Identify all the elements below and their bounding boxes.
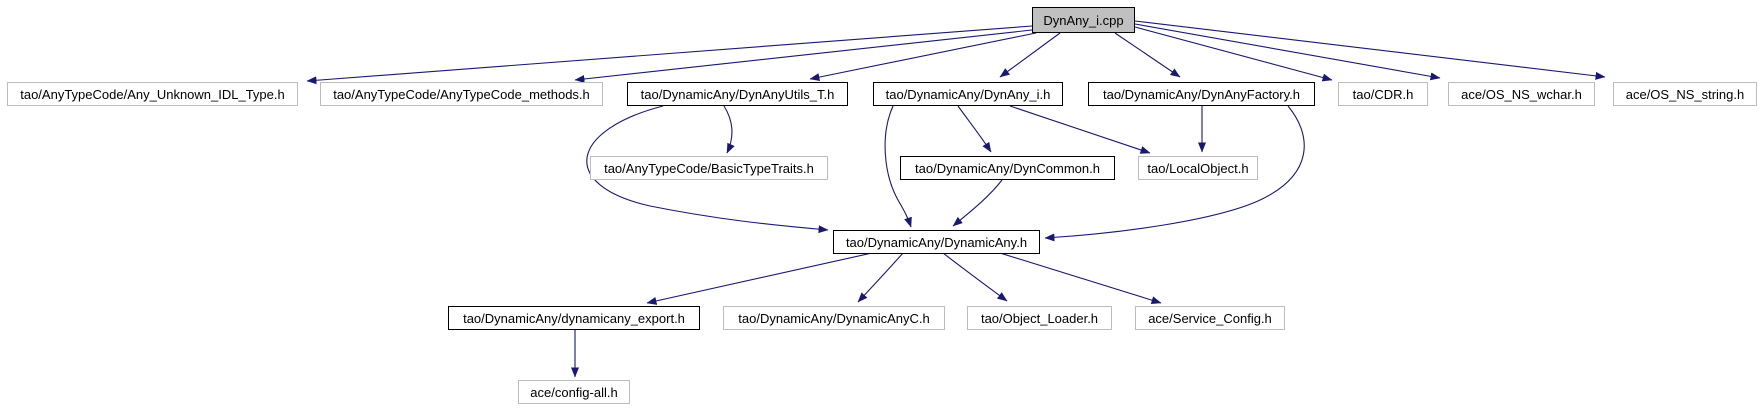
node-config_all: ace/config-all.h <box>518 380 630 404</box>
edge-dynany_i_cpp-to-anytypecode_methods <box>574 29 1033 83</box>
edge-dynany_i_cpp-to-dynanyutils_t <box>809 32 1037 82</box>
node-cdr: tao/CDR.h <box>1338 82 1428 106</box>
node-dynany_i_h[interactable]: tao/DynamicAny/DynAny_i.h <box>873 82 1063 106</box>
edge-dynany_i_cpp-to-cdr <box>1134 26 1333 82</box>
node-anytypecode_methods: tao/AnyTypeCode/AnyTypeCode_methods.h <box>320 82 603 106</box>
edge-dynany_i_cpp-to-any_unknown_idl_type <box>306 25 1033 85</box>
node-os_ns_string: ace/OS_NS_string.h <box>1613 82 1757 106</box>
node-dynanyfactory[interactable]: tao/DynamicAny/DynAnyFactory.h <box>1088 82 1315 106</box>
node-localobject: tao/LocalObject.h <box>1138 156 1258 180</box>
edge-dynanyfactory-to-dynamicany <box>1044 105 1305 242</box>
edge-dynamicany-to-dynamicany_export <box>646 252 873 305</box>
node-os_ns_wchar: ace/OS_NS_wchar.h <box>1448 82 1595 106</box>
edge-dynany_i_h-to-dynamicany <box>884 105 912 228</box>
node-dyncommon[interactable]: tao/DynamicAny/DynCommon.h <box>900 156 1115 180</box>
edge-dynany_i_h-to-localobject <box>1009 105 1151 154</box>
node-any_unknown_idl_type: tao/AnyTypeCode/Any_Unknown_IDL_Type.h <box>7 82 298 106</box>
edge-dynany_i_cpp-to-os_ns_string <box>1134 20 1606 80</box>
edge-dynanyutils_t-to-basictypetraits <box>723 105 735 154</box>
node-object_loader: tao/Object_Loader.h <box>967 306 1112 330</box>
edge-dynamicany-to-service_config <box>999 252 1162 305</box>
node-dynamicany_export[interactable]: tao/DynamicAny/dynamicany_export.h <box>448 306 700 330</box>
edge-dynamicany-to-dynamicanyc <box>857 252 904 303</box>
node-dynamicanyc: tao/DynamicAny/DynamicAnyC.h <box>723 306 945 330</box>
node-dynanyutils_t[interactable]: tao/DynamicAny/DynAnyUtils_T.h <box>627 82 848 106</box>
edge-dynamicany-to-object_loader <box>942 252 1008 302</box>
edge-dynany_i_cpp-to-dynanyfactory <box>1114 32 1181 78</box>
node-dynany_i_cpp[interactable]: DynAny_i.cpp <box>1032 7 1135 33</box>
edge-dyncommon-to-dynamicany <box>952 179 1003 227</box>
edge-dynany_i_h-to-dyncommon <box>957 105 992 153</box>
node-service_config: ace/Service_Config.h <box>1135 306 1285 330</box>
edge-dynany_i_cpp-to-os_ns_wchar <box>1134 23 1441 81</box>
node-basictypetraits: tao/AnyTypeCode/BasicTypeTraits.h <box>590 156 828 180</box>
edge-dynany_i_cpp-to-dynany_i_h <box>999 32 1061 78</box>
edge-dynanyutils_t-to-dynamicany <box>586 105 829 234</box>
node-dynamicany[interactable]: tao/DynamicAny/DynamicAny.h <box>833 230 1040 254</box>
